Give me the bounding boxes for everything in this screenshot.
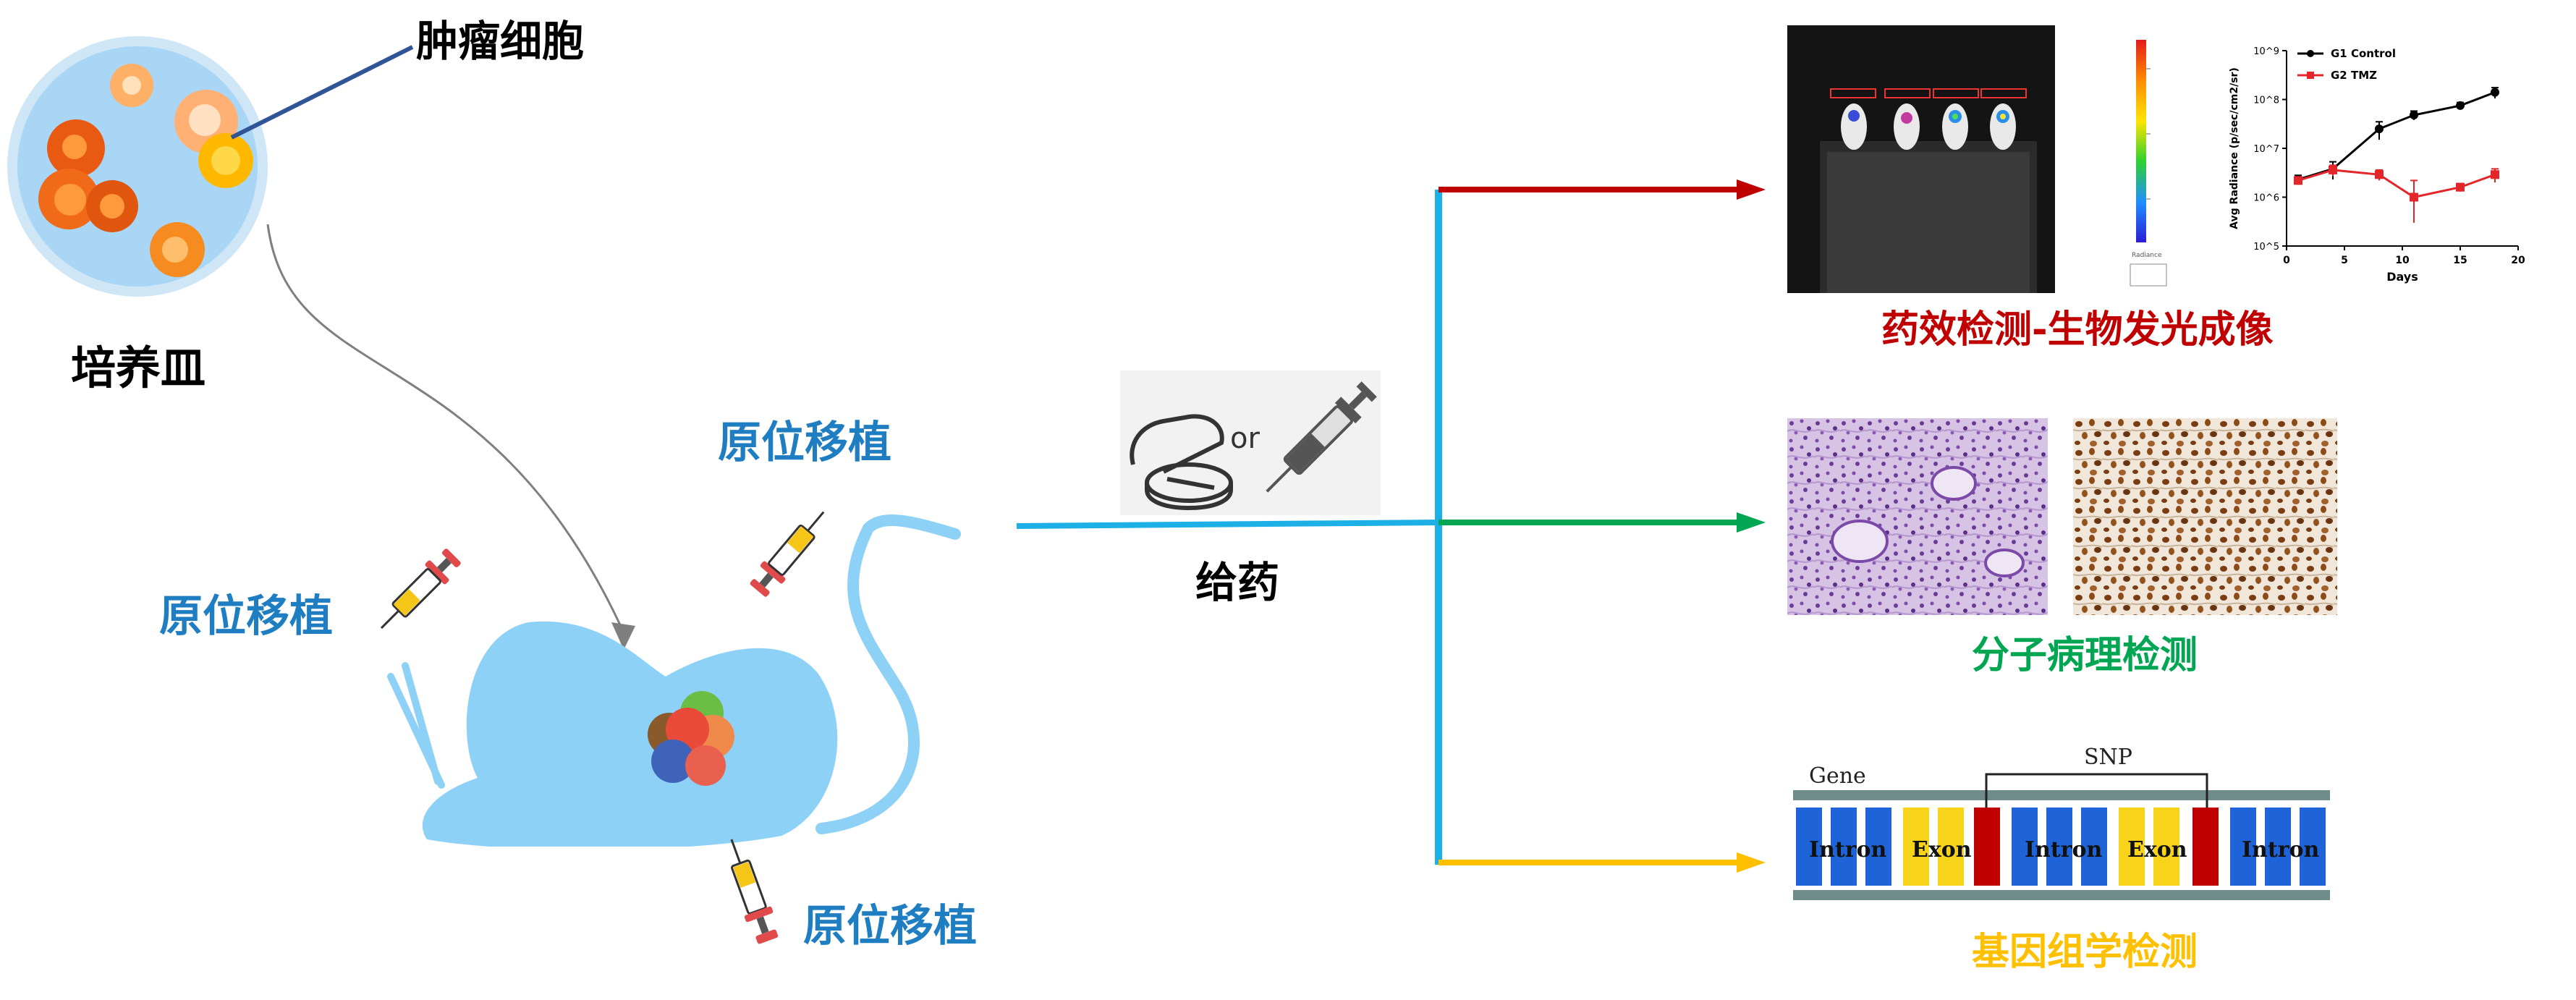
x-axis-label: Days <box>2386 270 2418 284</box>
segment-label: Intron <box>1809 837 1887 863</box>
gene-label: Gene <box>1809 763 1866 789</box>
petri-dish <box>7 36 268 297</box>
syringe-top-icon <box>750 511 825 597</box>
colorbar-label: Radiance <box>2132 252 2162 259</box>
x-tick-label: 15 <box>2453 255 2467 266</box>
data-point <box>2329 165 2337 174</box>
arrow-red <box>1439 179 1766 200</box>
he-stain-image <box>1787 418 2048 615</box>
legend-marker <box>2307 50 2314 57</box>
injection-syringe-icon <box>1266 381 1377 493</box>
data-point <box>2410 111 2418 120</box>
data-point <box>2294 176 2302 185</box>
ihc-stain-image <box>2073 418 2337 615</box>
arrow-green <box>1439 512 1766 533</box>
pathology-title: 分子病理检测 <box>1972 634 2198 677</box>
transfer-arrow <box>266 224 635 650</box>
data-point <box>2491 170 2499 179</box>
imaging-title: 药效检测-生物发光成像 <box>1881 308 2274 352</box>
y-tick-label: 10^8 <box>2253 96 2279 106</box>
series-line <box>2297 169 2496 199</box>
gene-structure-diagram: Gene SNP Intron Exon Intron Exon Int <box>1793 745 2330 900</box>
implant-label-top: 原位移植 <box>718 418 891 468</box>
mouse <box>387 514 961 847</box>
tumor-cells-label: 肿瘤细胞 <box>416 17 585 66</box>
x-tick-label: 20 <box>2511 255 2525 266</box>
pill-icon <box>1130 414 1233 511</box>
syringe-bottom-icon <box>730 839 779 944</box>
legend-entry: G2 TMZ <box>2331 69 2377 82</box>
mice-row <box>1841 103 2016 150</box>
segment-label: Intron <box>2242 837 2320 863</box>
implant-label-bottom: 原位移植 <box>803 901 977 952</box>
y-axis-label: Avg Radiance (p/sec/cm2/sr) <box>2229 67 2240 229</box>
x-tick-label: 5 <box>2341 255 2348 266</box>
series-line <box>2297 91 2496 181</box>
y-tick-label: 10^9 <box>2253 46 2279 57</box>
segment-label: Exon <box>1912 837 1972 863</box>
bioluminescence-image <box>1787 25 2055 293</box>
or-text: or <box>1230 422 1260 455</box>
tumor-cell-cluster <box>38 64 253 277</box>
data-point <box>2491 88 2499 97</box>
y-tick-label: 10^5 <box>2253 242 2279 253</box>
data-point <box>2456 182 2465 192</box>
data-point <box>2410 192 2418 202</box>
segment-label: Exon <box>2127 837 2187 863</box>
radiance-colorbar: Radiance <box>2130 40 2167 287</box>
segment-label: Intron <box>2025 837 2103 863</box>
data-point <box>2456 101 2465 110</box>
data-point <box>2375 124 2384 134</box>
syringe-left-icon <box>380 548 461 630</box>
tumor-ball-icon <box>648 691 734 786</box>
legend-marker <box>2307 72 2314 79</box>
dosing-label: 给药 <box>1195 558 1280 607</box>
snp-label: SNP <box>2084 745 2132 770</box>
legend-entry: G1 Control <box>2331 47 2396 60</box>
arrow-yellow <box>1439 852 1766 873</box>
y-tick-label: 10^6 <box>2253 193 2279 204</box>
x-tick-label: 0 <box>2283 255 2290 266</box>
implant-label-left: 原位移植 <box>159 591 333 642</box>
y-tick-label: 10^7 <box>2253 144 2279 155</box>
petri-dish-label: 培养皿 <box>71 342 206 394</box>
pointer-line <box>230 45 414 140</box>
gene-blocks <box>1796 808 2326 886</box>
genomics-title: 基因组学检测 <box>1972 931 2198 974</box>
data-point <box>2375 170 2384 179</box>
dosing-icon-panel <box>1120 370 1381 515</box>
x-tick-label: 10 <box>2395 255 2410 266</box>
